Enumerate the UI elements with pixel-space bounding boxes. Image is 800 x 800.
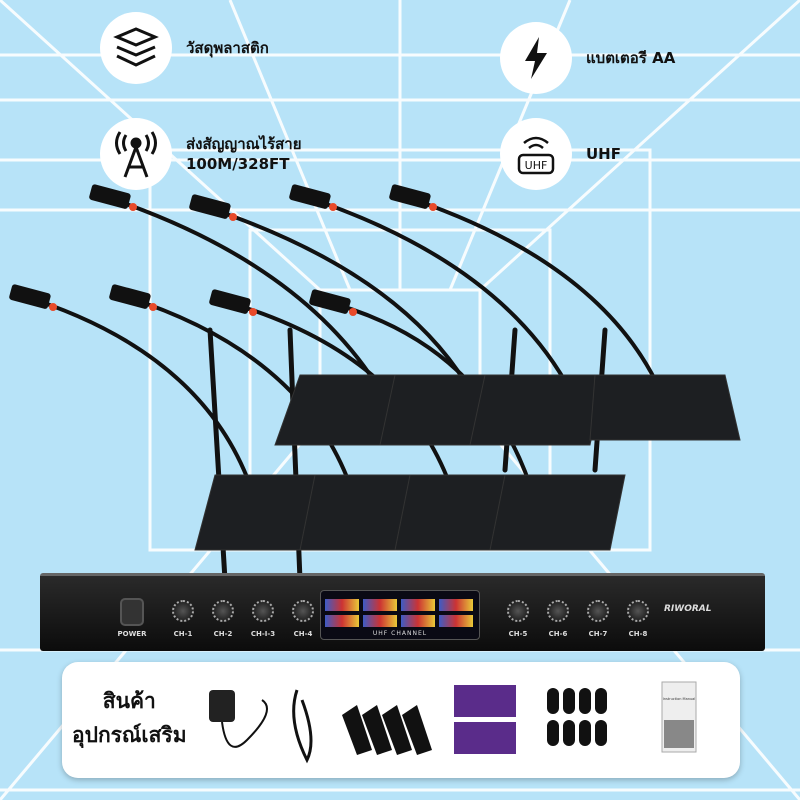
volume-knob-ch5[interactable]	[507, 600, 529, 622]
channel-label: CH-I-3	[250, 630, 276, 638]
channel-label: CH-1	[173, 630, 193, 638]
svg-text:UHF: UHF	[525, 159, 548, 172]
audio-cable	[292, 689, 313, 764]
lightning-icon	[500, 22, 572, 94]
foam-windscreens	[547, 688, 607, 746]
feature-battery: แบตเตอรี AA	[500, 22, 675, 94]
brand-logo: RIWORAL	[664, 604, 712, 614]
volume-knob-ch6[interactable]	[547, 600, 569, 622]
power-switch[interactable]	[120, 598, 144, 626]
power-adapter	[209, 690, 268, 748]
volume-knob-ch3[interactable]	[252, 600, 274, 622]
display-label: UHF CHANNEL	[372, 630, 428, 637]
feature-range: ส่งสัญญาณไร้สาย 100M/328FT	[100, 118, 302, 190]
aa-batteries	[454, 685, 516, 754]
feature-text: แบตเตอรี AA	[586, 49, 676, 67]
feature-uhf: UHF UHF	[500, 118, 621, 190]
layers-icon	[100, 12, 172, 84]
volume-knob-ch7[interactable]	[587, 600, 609, 622]
volume-knob-ch2[interactable]	[212, 600, 234, 622]
channel-display: UHF CHANNEL	[320, 590, 480, 640]
power-label: POWER	[117, 630, 147, 638]
feature-text: UHF	[586, 145, 621, 163]
receiver-unit: POWER CH-1 CH-2 CH-I-3 CH-4 UHF CHANNEL …	[40, 573, 765, 651]
feature-text: วัสดุพลาสติก	[186, 39, 269, 57]
svg-text:Instruction Manual: Instruction Manual	[663, 697, 696, 701]
channel-label: CH-2	[213, 630, 233, 638]
channel-label: CH-6	[548, 630, 568, 638]
volume-knob-ch8[interactable]	[627, 600, 649, 622]
antenna-tower-icon	[100, 118, 172, 190]
feature-range-value: 100M/328FT	[186, 155, 290, 173]
accessories-title: สินค้าอุปกรณ์เสริม	[72, 689, 187, 747]
volume-knob-ch1[interactable]	[172, 600, 194, 622]
rack-brackets	[342, 705, 432, 755]
uhf-signal-icon: UHF	[500, 118, 572, 190]
channel-label: CH-5	[508, 630, 528, 638]
instruction-manual: Instruction Manual	[661, 681, 697, 753]
feature-text: ส่งสัญญาณไร้สาย	[186, 135, 302, 153]
channel-label: CH-4	[293, 630, 313, 638]
feature-plastic: วัสดุพลาสติก	[100, 12, 269, 84]
accessory-items: Instruction Manual	[209, 681, 697, 764]
accessories-panel: สินค้าอุปกรณ์เสริม Instruction Manual	[62, 662, 740, 778]
volume-knob-ch4[interactable]	[292, 600, 314, 622]
channel-label: CH-7	[588, 630, 608, 638]
channel-label: CH-8	[628, 630, 648, 638]
